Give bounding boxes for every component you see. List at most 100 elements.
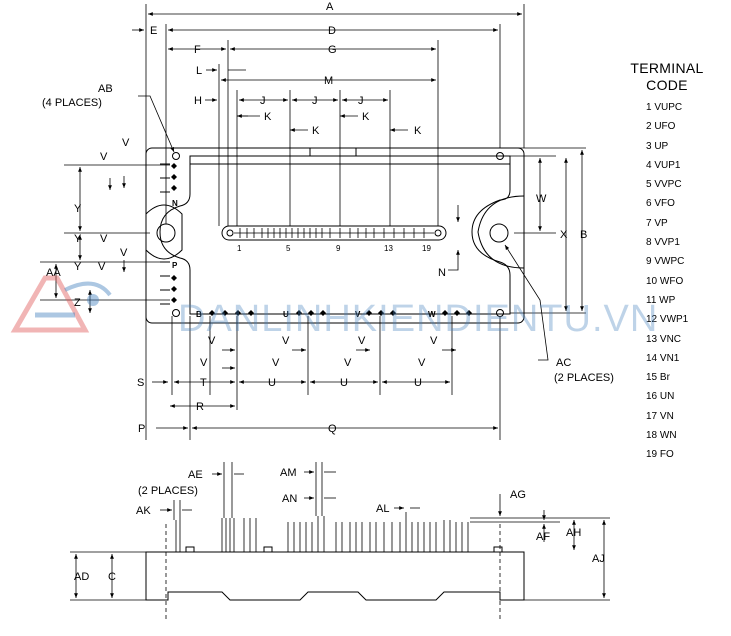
corner-mark-bl [172,309,180,317]
dim-label-Y3: Y [74,261,82,273]
dim-label-AK: AK [136,505,151,517]
terminal-bar-hole-right [434,229,442,237]
dim-label-AG: AG [510,489,526,501]
dim-label-E: E [150,25,157,37]
terminal-title-line1: TERMINAL [630,60,704,76]
dim-label-AJ: AJ [592,553,605,565]
dim-label-AM: AM [280,467,297,479]
dim-label-U2: U [340,377,348,389]
side-view [145,546,525,601]
right-mounting-slot [477,195,525,269]
dim-label-V-b2: V [200,357,208,369]
dim-label-V-top1: V [122,137,130,149]
dim-label-Q: Q [328,423,337,435]
pin-number-13: 13 [384,244,393,253]
terminal-entry: 10 WFO [646,275,684,287]
bottom-diamond-pins [209,310,472,316]
dim-label-V-b1: V [208,335,216,347]
dim-label-AL: AL [376,503,389,515]
dim-label-J3: J [358,95,364,107]
dim-label-Z: Z [74,297,81,309]
dim-label-U3: U [414,377,422,389]
terminal-code-list: 1 VUPC 2 UFO 3 UP 4 VUP1 5 VVPC 6 VFO 7 … [646,98,722,465]
terminal-bar-hole-left [226,229,234,237]
dim-label-K4: K [414,125,422,137]
ab-places-note: (4 PLACES) [42,97,102,109]
dim-label-B: B [580,229,587,241]
dim-label-AC: AC [556,357,571,369]
dim-label-X: X [560,229,568,241]
dim-label-F: F [194,44,201,56]
dim-label-N: N [438,267,446,279]
terminal-entry: 18 WN [646,430,677,442]
ae-places-note: (2 PLACES) [138,485,198,497]
ac-places-note: (2 PLACES) [554,372,614,384]
terminal-entry: 16 UN [646,391,675,403]
pin-number-1: 1 [237,244,242,253]
marker-w: W [428,310,436,319]
dim-label-W: W [536,193,547,205]
dim-label-V-mid2: V [120,247,128,259]
marker-p: P [172,261,178,270]
dim-label-AA: AA [46,267,61,279]
dim-label-V-mid1: V [100,233,108,245]
dim-label-J1: J [260,95,266,107]
terminal-entry: 19 FO [646,449,674,461]
marker-u: U [283,310,289,319]
dim-label-S: S [137,377,144,389]
terminal-entry: 7 VP [646,217,668,229]
terminal-entry: 14 VN1 [646,352,680,364]
dim-label-M: M [324,75,333,87]
dim-label-V-b3: V [282,335,290,347]
terminal-code-table: TERMINAL CODE 1 VUPC 2 UFO 3 UP 4 VUP1 5… [612,60,722,465]
terminal-entry: 12 VWP1 [646,314,689,326]
terminal-entry: 3 UP [646,140,669,152]
dim-label-AF: AF [536,531,550,543]
dim-label-R: R [196,401,204,413]
terminal-entry: 11 WP [646,294,676,306]
dim-label-V-b6: V [358,335,366,347]
terminal-code-title: TERMINAL CODE [612,60,722,94]
dim-label-U1: U [268,377,276,389]
corner-mark-tr [496,152,504,160]
marker-n: N [172,199,178,208]
dim-label-V-b7: V [430,335,438,347]
terminal-entry: 17 VN [646,410,674,422]
module-outline [145,147,525,324]
pin-number-9: 9 [336,244,341,253]
dim-label-V-mid3: V [98,261,106,273]
dim-label-A: A [326,1,334,13]
module-inner-body [159,155,511,315]
terminal-entry: 13 VNC [646,333,682,345]
dim-label-G: G [328,44,337,56]
terminal-entry: 5 VVPC [646,179,682,191]
terminal-title-line2: CODE [646,77,688,93]
dim-label-AD: AD [74,571,89,583]
pin-number-19: 19 [422,244,431,253]
dim-label-AB: AB [98,83,113,95]
dim-label-AH: AH [566,527,581,539]
right-mounting-hole [489,223,509,243]
dim-label-K3: K [362,111,370,123]
left-diamond-pins [171,163,177,303]
dim-label-V-b4: V [272,357,280,369]
dim-label-P: P [138,423,145,435]
marker-b: B [196,310,202,319]
dim-label-K1: K [264,111,272,123]
dim-label-Y1: Y [74,203,82,215]
terminal-entry: 15 Br [646,372,670,384]
dim-label-V-b5: V [344,357,352,369]
dim-label-C: C [108,571,116,583]
terminal-entry: 2 UFO [646,121,676,133]
terminal-entry: 8 VVP1 [646,237,680,249]
pin-number-5: 5 [286,244,291,253]
dim-label-V-b8: V [418,357,426,369]
dim-label-L: L [196,65,202,77]
corner-mark-br [496,309,504,317]
signal-terminal-bar [221,225,447,241]
terminal-entry: 9 VWPC [646,256,685,268]
dim-label-T: T [200,377,207,389]
terminal-entry: 6 VFO [646,198,675,210]
